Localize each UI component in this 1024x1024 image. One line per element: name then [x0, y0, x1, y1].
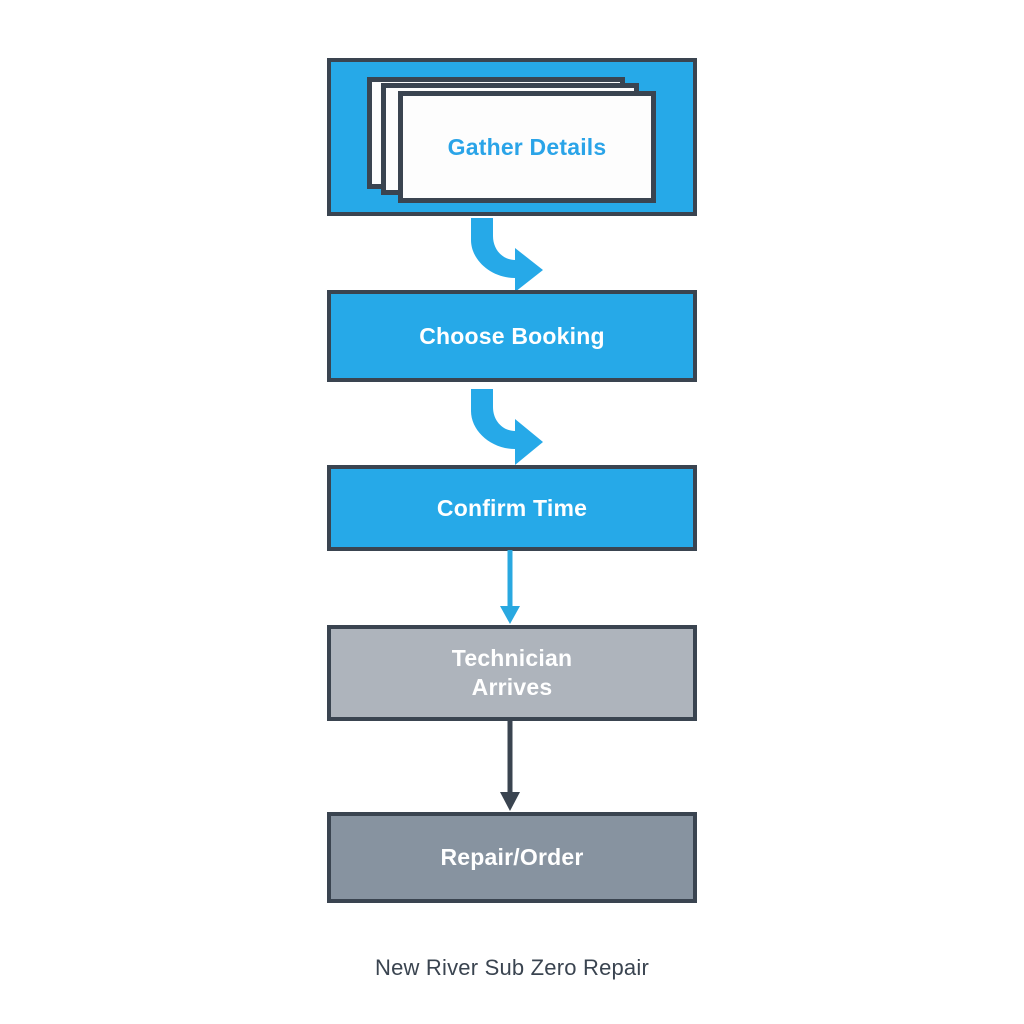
curved-arrow-icon-choose-to-confirm [463, 385, 553, 465]
card-stack: Gather Details [367, 77, 663, 205]
flow-node-confirm-time[interactable]: Confirm Time [327, 465, 697, 551]
document-card-front: Gather Details [398, 91, 656, 203]
flow-node-label-technician-arrives: Technician Arrives [451, 645, 573, 700]
arrow-icon-confirm-to-technician [480, 550, 540, 626]
flow-node-label-confirm-time: Confirm Time [436, 494, 588, 521]
diagram-caption: New River Sub Zero Repair [375, 955, 649, 980]
flow-node-label-gather-details: Gather Details [447, 133, 607, 160]
flow-node-technician-arrives[interactable]: Technician Arrives [327, 625, 697, 721]
flow-node-gather-details[interactable]: Gather Details [327, 58, 697, 216]
flow-node-label-choose-booking: Choose Booking [419, 322, 605, 349]
curved-arrow-icon-gather-to-choose [463, 214, 553, 292]
flow-node-label-repair-order: Repair/Order [440, 844, 584, 870]
flow-node-choose-booking[interactable]: Choose Booking [327, 290, 697, 382]
arrow-icon-technician-to-repair [480, 720, 540, 813]
flow-node-repair-order[interactable]: Repair/Order [327, 812, 697, 903]
